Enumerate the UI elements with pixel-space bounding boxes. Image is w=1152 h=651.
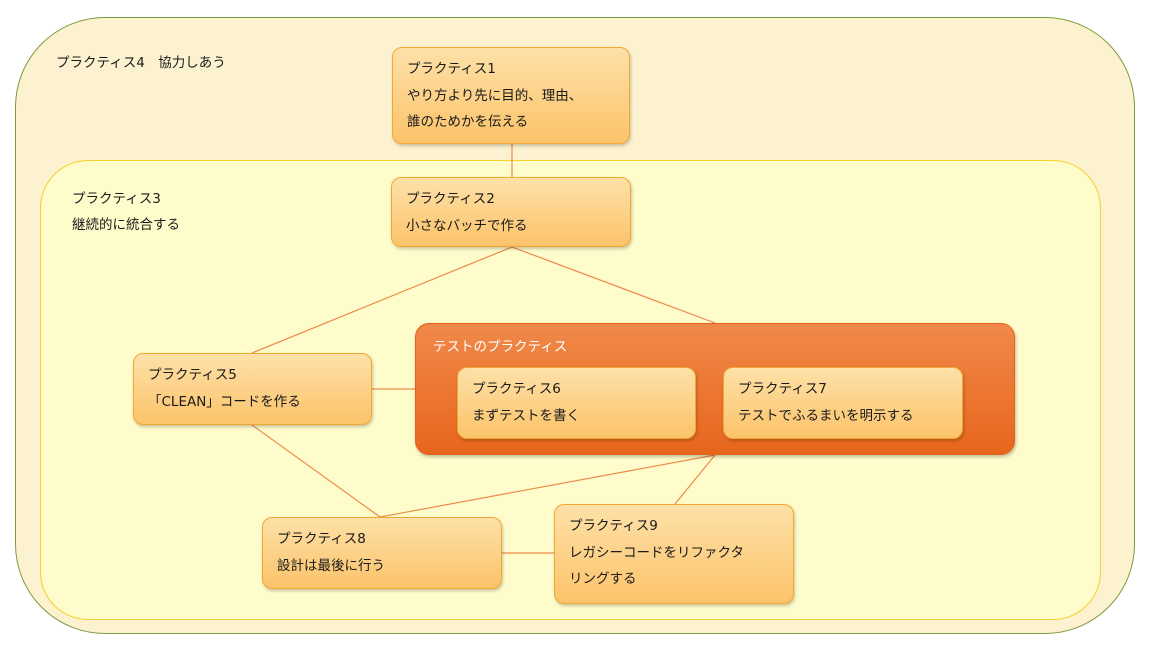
practice-9-title: プラクティス9: [569, 518, 658, 534]
practice-5-title: プラクティス5: [148, 367, 237, 383]
practice-9-text-line-1: レガシーコードをリファクタ: [569, 545, 744, 561]
practice-4-label: プラクティス4 協力しあう: [56, 55, 226, 71]
practice-5-text: 「CLEAN」コードを作る: [148, 394, 301, 410]
practice-8-title: プラクティス8: [277, 531, 366, 547]
practice-9-text-line-2: リングする: [569, 571, 637, 587]
practice-3-label-text: 継続的に統合する: [72, 217, 180, 233]
connector-p2-p5: [251, 246, 513, 354]
connector-p9-testgroup: [674, 454, 716, 505]
practice-7-title: プラクティス7: [738, 381, 827, 397]
practice-3-label-title: プラクティス3: [72, 191, 161, 207]
practice-1-text-line-2: 誰のためかを伝える: [407, 114, 529, 130]
test-practices-label: テストのプラクティス: [433, 339, 568, 355]
practice-1-title: プラクティス1: [407, 61, 496, 77]
practice-6-text: まずテストを書く: [472, 408, 580, 424]
practice-6-box: プラクティス6 まずテストを書く: [457, 367, 696, 439]
practice-8-box: プラクティス8 設計は最後に行う: [262, 517, 502, 589]
practice-7-text: テストでふるまいを明示する: [738, 408, 914, 424]
practice-5-box: プラクティス5 「CLEAN」コードを作る: [133, 353, 372, 425]
connector-p8-testgroup: [379, 454, 716, 518]
connector-p2-testgroup: [511, 246, 716, 324]
practice-7-box: プラクティス7 テストでふるまいを明示する: [723, 367, 963, 439]
connector-p5-p8: [251, 424, 381, 518]
practice-9-box: プラクティス9 レガシーコードをリファクタ リングする: [554, 504, 794, 604]
practice-2-text: 小さなバッチで作る: [406, 218, 528, 234]
practice-1-box: プラクティス1 やり方より先に目的、理由、 誰のためかを伝える: [392, 47, 630, 144]
practice-1-text-line-1: やり方より先に目的、理由、: [407, 88, 583, 104]
practice-8-text: 設計は最後に行う: [277, 558, 385, 574]
practice-6-title: プラクティス6: [472, 381, 561, 397]
practice-2-title: プラクティス2: [406, 191, 495, 207]
practice-2-box: プラクティス2 小さなバッチで作る: [391, 177, 631, 247]
